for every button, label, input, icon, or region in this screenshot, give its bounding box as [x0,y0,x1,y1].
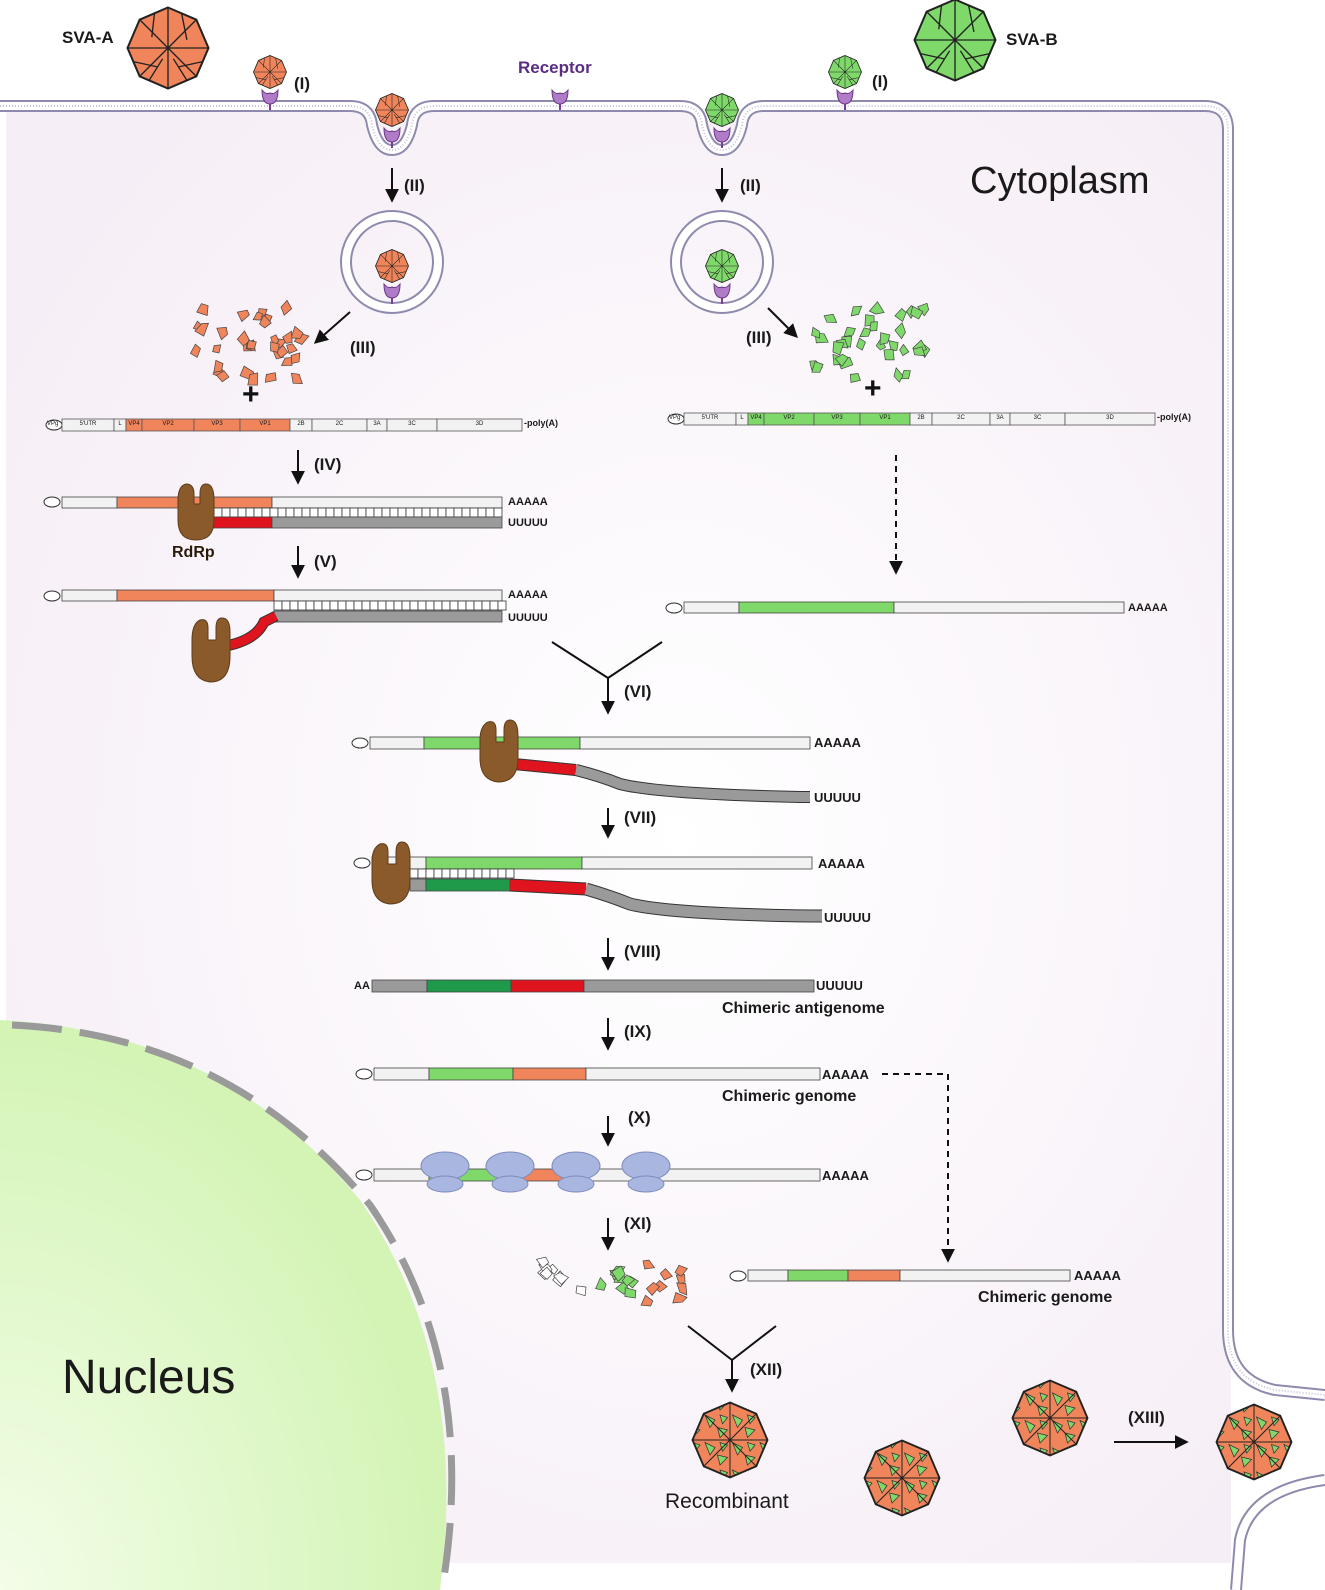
step-label: (VIII) [624,942,661,961]
poly-u-tail-label: UUUUU [508,612,548,624]
step-label: (VII) [624,808,657,827]
cytoplasm-label: Cytoplasm [970,160,1150,202]
poly-a-label: -poly(A) [1157,412,1191,422]
genome-segment-label: 3C [1033,415,1042,421]
genome-segment-label: L [118,421,122,427]
endosome-right [670,210,774,314]
poly-a-tail-label: AAAAA [1128,602,1168,614]
receptor-label: Receptor [518,58,592,77]
capsid-fragments-mixed [535,1256,688,1307]
chimeric-genome-label: Chimeric genome [722,1088,857,1105]
genome-segment-label: VP1 [879,415,891,421]
genome-segment-label: 2C [335,421,344,427]
poly-a-label: -poly(A) [524,418,558,428]
capsid-fragments-b [809,301,931,383]
nucleus-label: Nucleus [62,1351,236,1404]
step-label: (IX) [624,1022,652,1041]
step-label: (III) [746,328,772,347]
genome-segment-label: 5'UTR [79,421,97,427]
genome-map-sva-b [667,412,1156,426]
genome-segment-label: VP2 [783,415,795,421]
step-label: (V) [314,552,337,571]
step-label: (II) [740,176,761,195]
recombinant-label: Recombinant [665,1490,789,1513]
rna-strands [43,496,1125,1282]
poly-u-tail-label: UUUUU [814,790,861,805]
chimeric-antigenome-label: Chimeric antigenome [722,1000,885,1017]
sva-a-virion [375,93,409,127]
poly-u-tail-label: UUUUU [824,910,871,925]
genome-segment-label: VP3 [211,421,223,427]
capsid-fragments-a [189,299,310,386]
sva-b-label: SVA-B [1006,30,1058,49]
poly-u-tail-label: UUUUU [508,517,548,529]
chimeric-genome-label: Chimeric genome [978,1289,1113,1306]
step-label: (XIII) [1128,1408,1165,1427]
sva-b-virion [828,55,862,89]
genome-segment-label: VP4 [128,421,140,427]
recombinant-virion [863,1439,941,1517]
recombinant-virion [1215,1403,1293,1481]
nucleus [0,1020,456,1590]
plus-icon: + [864,372,882,405]
poly-a-tail-label: AAAAA [822,1168,869,1183]
aa-label: AA [354,980,370,992]
step-label: (II) [404,176,425,195]
step-label: (XII) [750,1360,783,1379]
genome-segment-label: 3D [1106,415,1114,421]
genome-segment-label: 3A [996,415,1004,421]
vpg-label: VPg [669,415,681,421]
rdrp-polymerase [177,483,519,905]
step-label: (IV) [314,455,342,474]
genome-segment-label: VP2 [162,421,174,427]
step-label: (I) [872,72,889,91]
recombinant-virion [1011,1379,1089,1457]
genome-segment-label: 3A [373,421,381,427]
genome-segment-label: VP3 [831,415,843,421]
recombinant-virion [691,1401,769,1479]
poly-a-tail-label: AAAAA [818,856,865,871]
genome-segment-label: 3C [408,421,416,427]
poly-u-tail-label: UUUUU [816,978,863,993]
step-label: (VI) [624,682,652,701]
plasma-membrane [0,100,1325,1590]
genome-map-sva-a [45,418,523,432]
poly-a-tail-label: AAAAA [814,735,861,750]
genome-segment-label: L [740,415,744,421]
sva-a-virion [126,6,210,90]
endosome-left [340,210,444,314]
genome-segment-label: 3D [475,421,484,427]
genome-segment-label: VP4 [750,415,762,421]
poly-a-tail-label: AAAAA [1074,1268,1121,1283]
sva-a-label: SVA-A [62,28,114,47]
sva-a-virion [253,55,287,89]
sva-b-virion [705,93,739,127]
sva-b-virion [913,0,997,82]
process-arrows [291,168,1189,1449]
poly-a-tail-label: AAAAA [508,589,548,601]
step-label: (X) [628,1108,651,1127]
vpg-label: VPg [47,421,59,427]
genome-segment-label: VP1 [259,421,271,427]
poly-a-tail-label: AAAAA [508,496,548,508]
ribosomes [420,1151,671,1193]
step-label: (III) [350,338,376,357]
step-label: (I) [294,74,311,93]
genome-segment-label: 2C [957,415,965,421]
step-label: (XI) [624,1214,652,1233]
genome-segment-label: 2B [917,415,925,421]
plus-icon: + [242,378,260,411]
poly-a-tail-label: AAAAA [822,1067,869,1082]
genome-segment-label: 2B [297,421,305,427]
rdrp-label: RdRp [172,544,215,561]
genome-segment-label: 5'UTR [701,415,719,421]
